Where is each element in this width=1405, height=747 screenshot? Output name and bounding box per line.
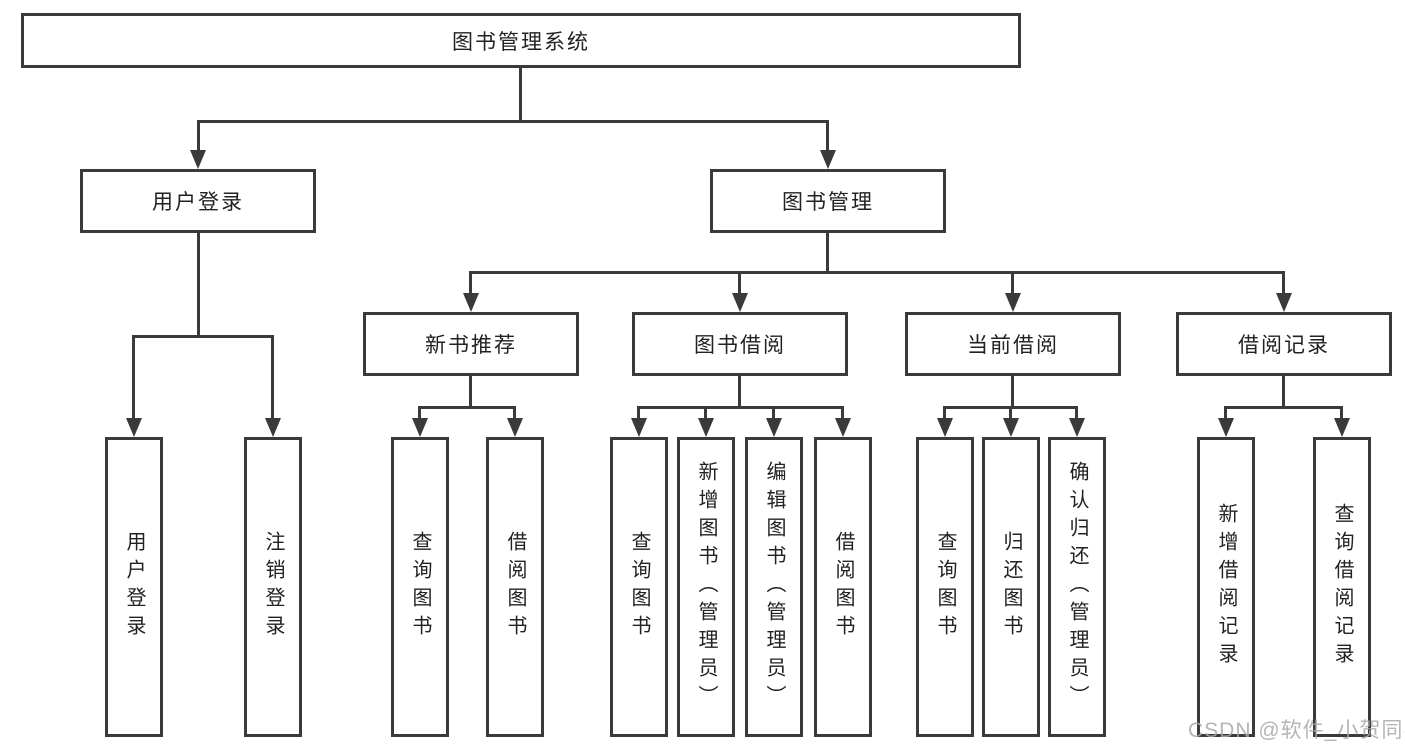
line-segment: [704, 406, 707, 420]
line-segment: [1224, 406, 1227, 420]
node-book-borrowing: 图书借阅: [632, 312, 848, 376]
leaf-query-borrow-record: 查询借阅记录: [1313, 437, 1371, 737]
line-segment: [637, 406, 640, 420]
leaf-query-books-recommend: 查询图书: [391, 437, 449, 737]
arrowhead: [463, 293, 479, 312]
arrowhead: [1005, 293, 1021, 312]
arrowhead: [1218, 418, 1234, 437]
line-segment: [197, 233, 200, 338]
node-root: 图书管理系统: [21, 13, 1021, 68]
arrowhead: [766, 418, 782, 437]
line-segment: [1075, 406, 1078, 420]
line-segment: [418, 406, 421, 420]
leaf-return-book: 归还图书: [982, 437, 1040, 737]
line-segment: [772, 406, 775, 420]
line-segment: [197, 120, 829, 123]
node-user-login: 用户登录: [80, 169, 316, 233]
line-segment: [738, 271, 741, 294]
node-borrowing-records: 借阅记录: [1176, 312, 1392, 376]
line-segment: [1009, 406, 1012, 420]
line-segment: [1011, 376, 1014, 409]
line-segment: [469, 376, 472, 409]
line-segment: [469, 271, 472, 294]
arrowhead: [1334, 418, 1350, 437]
arrowhead: [732, 293, 748, 312]
line-segment: [826, 120, 829, 152]
line-segment: [513, 406, 516, 420]
leaf-user-login: 用户登录: [105, 437, 163, 737]
line-segment: [738, 376, 741, 409]
leaf-query-books-borrowing: 查询图书: [610, 437, 668, 737]
leaf-confirm-return-admin: 确认归还（管理员）: [1048, 437, 1106, 737]
csdn-watermark: CSDN @软件_小贺同学: [1188, 719, 1405, 742]
line-segment: [418, 406, 516, 409]
line-segment: [271, 335, 274, 419]
line-segment: [1011, 271, 1014, 294]
node-book-management: 图书管理: [710, 169, 946, 233]
arrowhead: [190, 150, 206, 169]
line-segment: [637, 406, 844, 409]
line-segment: [132, 335, 274, 338]
arrowhead: [835, 418, 851, 437]
line-segment: [1282, 271, 1285, 294]
leaf-add-borrow-record: 新增借阅记录: [1197, 437, 1255, 737]
line-segment: [1282, 376, 1285, 409]
leaf-edit-book-admin: 编辑图书（管理员）: [745, 437, 803, 737]
line-segment: [943, 406, 946, 420]
line-segment: [197, 120, 200, 152]
leaf-add-book-admin: 新增图书（管理员）: [677, 437, 735, 737]
line-segment: [1224, 406, 1343, 409]
leaf-borrow-books-recommend: 借阅图书: [486, 437, 544, 737]
arrowhead: [412, 418, 428, 437]
arrowhead: [937, 418, 953, 437]
leaf-query-books-current: 查询图书: [916, 437, 974, 737]
arrowhead: [631, 418, 647, 437]
node-current-borrowing: 当前借阅: [905, 312, 1121, 376]
leaf-logout: 注销登录: [244, 437, 302, 737]
arrowhead: [507, 418, 523, 437]
arrowhead: [820, 150, 836, 169]
line-segment: [519, 68, 522, 123]
leaf-borrow-books-borrowing: 借阅图书: [814, 437, 872, 737]
line-segment: [841, 406, 844, 420]
arrowhead: [698, 418, 714, 437]
node-new-book-recommend: 新书推荐: [363, 312, 579, 376]
line-segment: [1340, 406, 1343, 420]
arrowhead: [1003, 418, 1019, 437]
arrowhead: [1276, 293, 1292, 312]
arrowhead: [265, 418, 281, 437]
line-segment: [826, 233, 829, 274]
line-segment: [132, 335, 135, 419]
arrowhead: [1069, 418, 1085, 437]
arrowhead: [126, 418, 142, 437]
line-segment: [469, 271, 1285, 274]
